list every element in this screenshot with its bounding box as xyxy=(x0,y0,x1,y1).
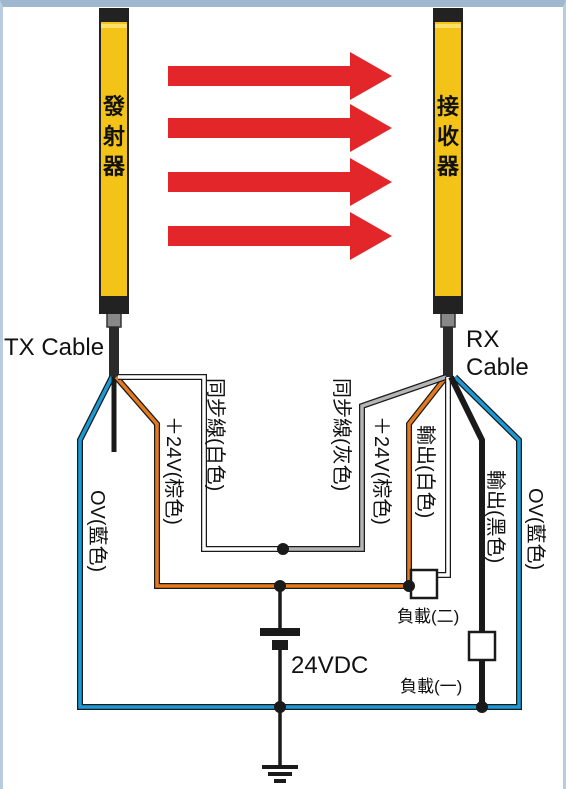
wire-sync-white xyxy=(118,374,283,552)
beam-arrow-4 xyxy=(168,212,392,260)
v24-brown-tx-label: ＋24V(棕色) xyxy=(162,416,184,525)
tx-connector xyxy=(106,312,122,328)
light-beam-arrows xyxy=(168,52,392,260)
junction-dots xyxy=(274,543,488,713)
load1-box xyxy=(467,630,497,662)
load2-label: 負載(二) xyxy=(397,607,460,626)
out-white-label: 輸出(白色) xyxy=(414,425,436,519)
emitter-label: 發 射 器 xyxy=(102,94,125,179)
tx-cable-body xyxy=(109,327,119,377)
tx-cable-label: TX Cable xyxy=(4,334,105,361)
beam-arrow-3 xyxy=(168,158,392,206)
out-black-label: 輸出(黑色) xyxy=(484,470,506,564)
sync-gray-label: 同步線(灰色) xyxy=(330,378,352,492)
wire-out-black xyxy=(448,375,485,632)
battery-plate-short xyxy=(272,640,288,650)
ov-blue-left-label: OV(藍色) xyxy=(86,490,108,573)
rx-cable-body xyxy=(443,327,453,377)
rx-cable-label: RX Cable xyxy=(466,326,529,381)
load2-box xyxy=(409,568,439,600)
v24-brown-rx-label: ＋24V(棕色) xyxy=(370,416,392,525)
supply-label: 24VDC xyxy=(291,652,369,679)
beam-arrow-1 xyxy=(168,52,392,100)
receiver-label: 接 收 器 xyxy=(436,94,459,179)
ov-blue-right-label: OV(藍色) xyxy=(524,488,546,571)
ground-symbol xyxy=(262,765,298,783)
battery-plate-long xyxy=(260,628,300,636)
sync-white-label: 同步線(白色) xyxy=(204,378,226,492)
load1-label: 負載(一) xyxy=(400,677,463,696)
receiver-light-curtain xyxy=(433,8,463,314)
emitter-light-curtain xyxy=(99,8,129,314)
beam-arrow-2 xyxy=(168,104,392,152)
rx-connector xyxy=(440,312,456,328)
